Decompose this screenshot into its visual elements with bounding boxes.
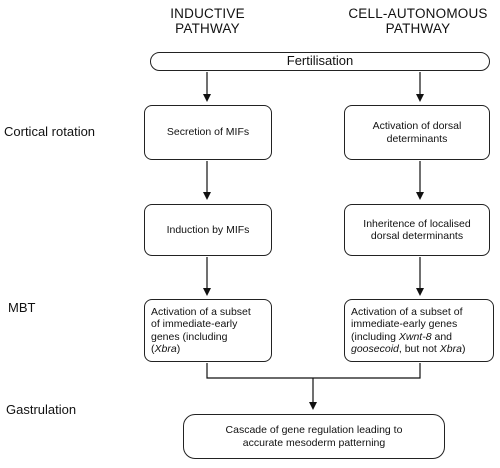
activation-of-dorsal-determinants-node: Activation of dorsal determinants (344, 105, 490, 160)
inductive-activation-line2: of immediate-early (151, 318, 238, 330)
fertilisation-label: Fertilisation (286, 53, 354, 68)
fertilisation-node: Fertilisation (150, 52, 490, 71)
header-cell-autonomous-line2: PATHWAY (385, 21, 451, 36)
ca-activation-line3-suffix: and (431, 330, 452, 343)
cascade-of-gene-regulation-node: Cascade of gene regulation leading to ac… (183, 414, 445, 459)
secretion-of-mifs-node: Secretion of MIFs (144, 105, 272, 160)
induction-by-mifs-node: Induction by MIFs (144, 204, 272, 256)
header-inductive-pathway: INDUCTIVE PATHWAY (150, 6, 265, 36)
ca-activation-line2: immediate-early genes (351, 318, 458, 330)
cell-autonomous-activation-node: Activation of a subset of immediate-earl… (344, 299, 494, 362)
activation-dorsal-line2: determinants (386, 132, 448, 145)
goosecoid-gene-name: goosecoid (351, 343, 399, 355)
induction-by-mifs-label: Induction by MIFs (166, 223, 250, 236)
stage-cortical-rotation: Cortical rotation (4, 124, 96, 139)
ca-activation-line4-suffix: ) (461, 343, 466, 355)
activation-dorsal-line1: Activation of dorsal (372, 120, 462, 132)
inductive-activation-node: Activation of a subset of immediate-earl… (144, 299, 272, 362)
inductive-activation-line3: genes (including (151, 330, 228, 343)
header-inductive-line1: INDUCTIVE (170, 6, 245, 21)
cascade-line2: accurate mesoderm patterning (242, 436, 386, 449)
cascade-line1: Cascade of gene regulation leading to (225, 424, 403, 436)
ca-activation-line1: Activation of a subset of (351, 305, 463, 318)
ca-activation-line3-prefix: (including (351, 330, 399, 343)
secretion-of-mifs-label: Secretion of MIFs (166, 126, 250, 139)
ca-activation-line4: goosecoid, but not Xbra) (351, 343, 489, 356)
inheritance-line1: Inheritence of localised (363, 217, 471, 230)
inductive-activation-line4: (Xbra) (151, 343, 181, 355)
header-cell-autonomous-pathway: CELL-AUTONOMOUS PATHWAY (338, 6, 498, 36)
ca-activation-line4-middle: , but not (398, 343, 440, 355)
stage-gastrulation: Gastrulation (6, 402, 77, 417)
xbra-gene-name: Xbra (154, 343, 177, 355)
xbra-gene-name-2: Xbra (439, 343, 462, 355)
xwnt8-gene-name: Xwnt-8 (398, 330, 432, 343)
inheritance-line2: dorsal determinants (370, 230, 464, 242)
stage-mbt: MBT (8, 300, 36, 315)
merge-connector (206, 363, 421, 379)
inductive-activation-line1: Activation of a subset (151, 305, 251, 318)
ca-activation-line3: (including Xwnt-8 and (351, 331, 489, 344)
header-cell-autonomous-line1: CELL-AUTONOMOUS (348, 6, 488, 21)
inheritance-of-dorsal-determinants-node: Inheritence of localised dorsal determin… (344, 204, 490, 256)
inductive-activation-line4-suffix: ) (176, 343, 181, 355)
header-inductive-line2: PATHWAY (175, 21, 240, 36)
